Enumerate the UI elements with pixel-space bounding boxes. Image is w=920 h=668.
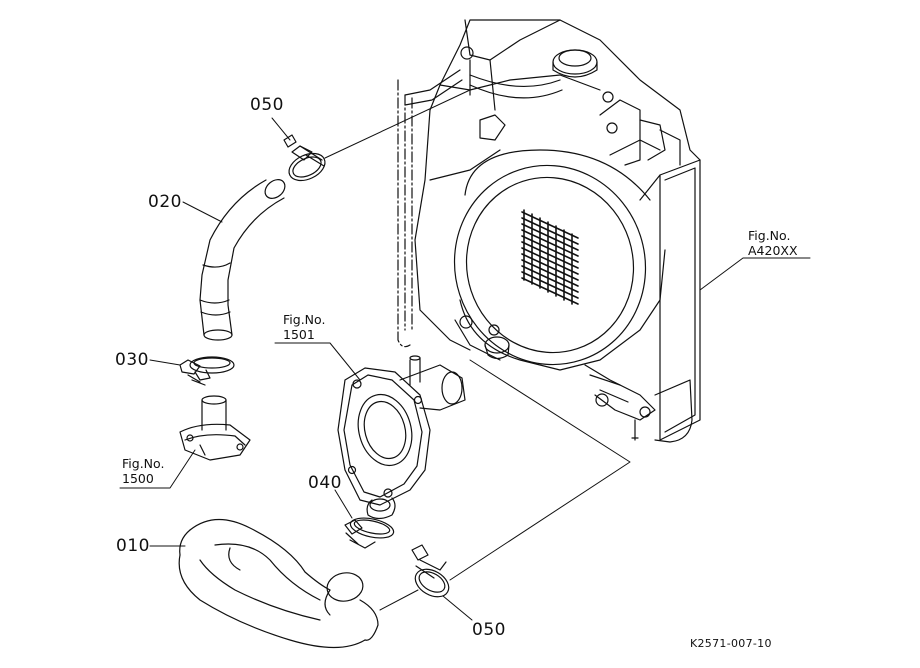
drawing-code: K2571-007-10 xyxy=(690,637,772,650)
figure-ref-number: A420XX xyxy=(748,243,798,258)
figure-ref-title: Fig.No. xyxy=(283,312,326,327)
radiator-assembly xyxy=(398,20,700,442)
clamp-030 xyxy=(180,357,234,385)
clamp-050-bottom xyxy=(410,545,453,602)
part-label-040: 040 xyxy=(308,473,342,493)
thermostat-cover xyxy=(180,396,250,460)
figure-ref-number: 1501 xyxy=(283,327,315,342)
figure-ref-1501: Fig.No. 1501 xyxy=(283,312,325,342)
figure-ref-title: Fig.No. xyxy=(122,456,165,471)
part-label-030: 030 xyxy=(115,350,149,370)
water-flange xyxy=(338,356,465,519)
part-label-020: 020 xyxy=(148,192,182,212)
figure-ref-A420XX: Fig.No. A420XX xyxy=(748,228,798,258)
part-label-050-bottom: 050 xyxy=(472,620,506,640)
part-label-010: 010 xyxy=(116,536,150,556)
clamp-050-top xyxy=(284,135,329,186)
leader-lines xyxy=(120,90,810,620)
clamp-040 xyxy=(345,515,395,548)
hose-020 xyxy=(200,176,289,340)
part-label-050-top: 050 xyxy=(250,95,284,115)
figure-ref-title: Fig.No. xyxy=(748,228,791,243)
core-grille xyxy=(522,210,578,304)
figure-ref-number: 1500 xyxy=(122,471,154,486)
hose-010 xyxy=(179,519,378,647)
figure-ref-1500: Fig.No. 1500 xyxy=(122,456,164,486)
